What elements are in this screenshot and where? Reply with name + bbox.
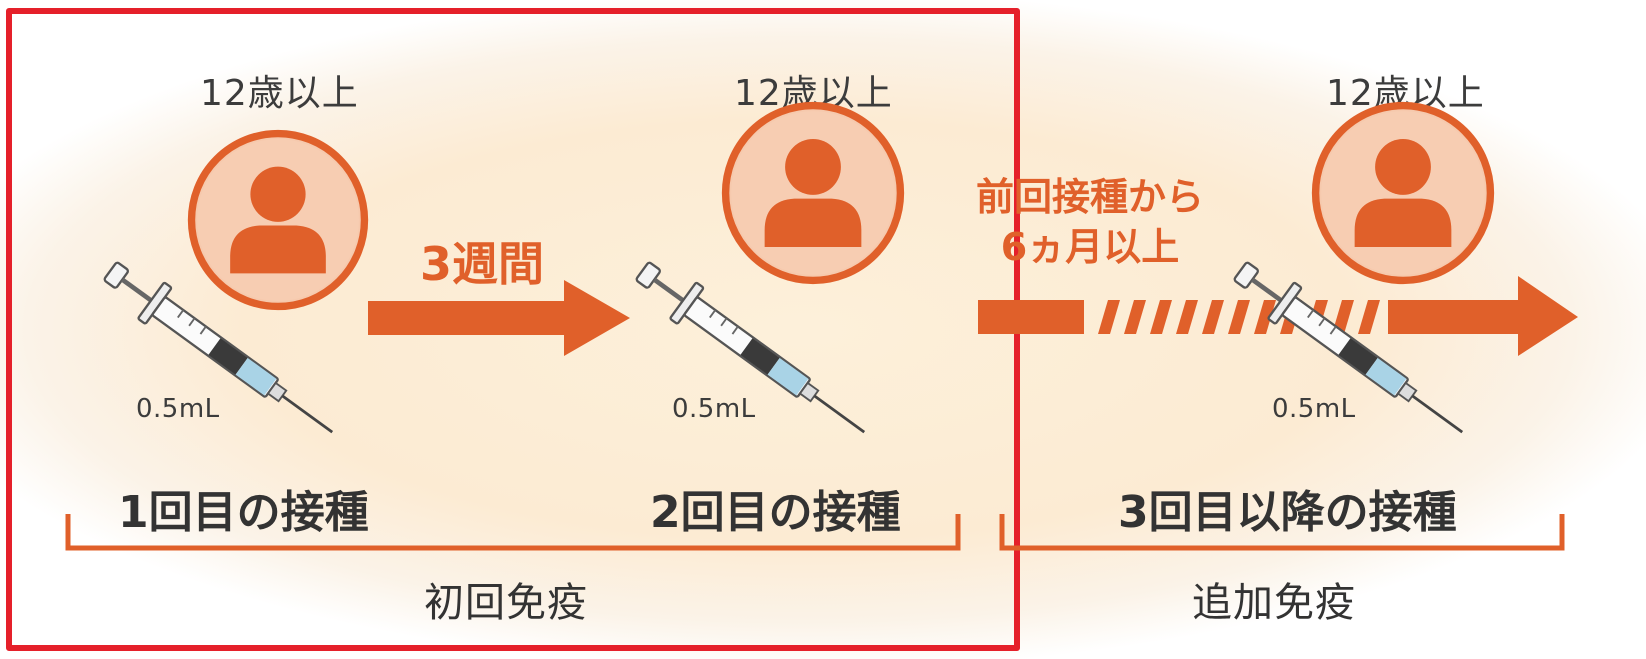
- stage-3-dose: 0.5mL: [1272, 394, 1356, 424]
- interval-2-line1: 前回接種から: [976, 175, 1205, 219]
- interval-1-text: 3週間: [420, 237, 545, 291]
- stage-1-dose: 0.5mL: [136, 394, 220, 424]
- stage-2-label: 2回目の接種: [650, 487, 901, 538]
- syringe-icon: [614, 240, 894, 464]
- primary-immunization-bracket: [65, 514, 961, 551]
- stage-1-label: 1回目の接種: [118, 487, 369, 538]
- interval-2-line2: 6ヵ月以上: [1000, 225, 1180, 269]
- booster-immunization-bracket: [999, 514, 1565, 551]
- stage-1-age: 12歳以上: [200, 73, 359, 114]
- group-1-label: 初回免疫: [424, 580, 588, 626]
- syringe-icon: [82, 240, 362, 464]
- group-2-label: 追加免疫: [1192, 580, 1356, 626]
- stage-2-dose: 0.5mL: [672, 394, 756, 424]
- interval-2-text: 前回接種から 6ヵ月以上: [976, 172, 1204, 272]
- stage-3-label: 3回目以降の接種: [1118, 487, 1457, 538]
- striped-arrow-right-icon: [978, 276, 1578, 356]
- arrow-right-icon: [368, 280, 630, 356]
- syringe-icon: [1212, 240, 1492, 464]
